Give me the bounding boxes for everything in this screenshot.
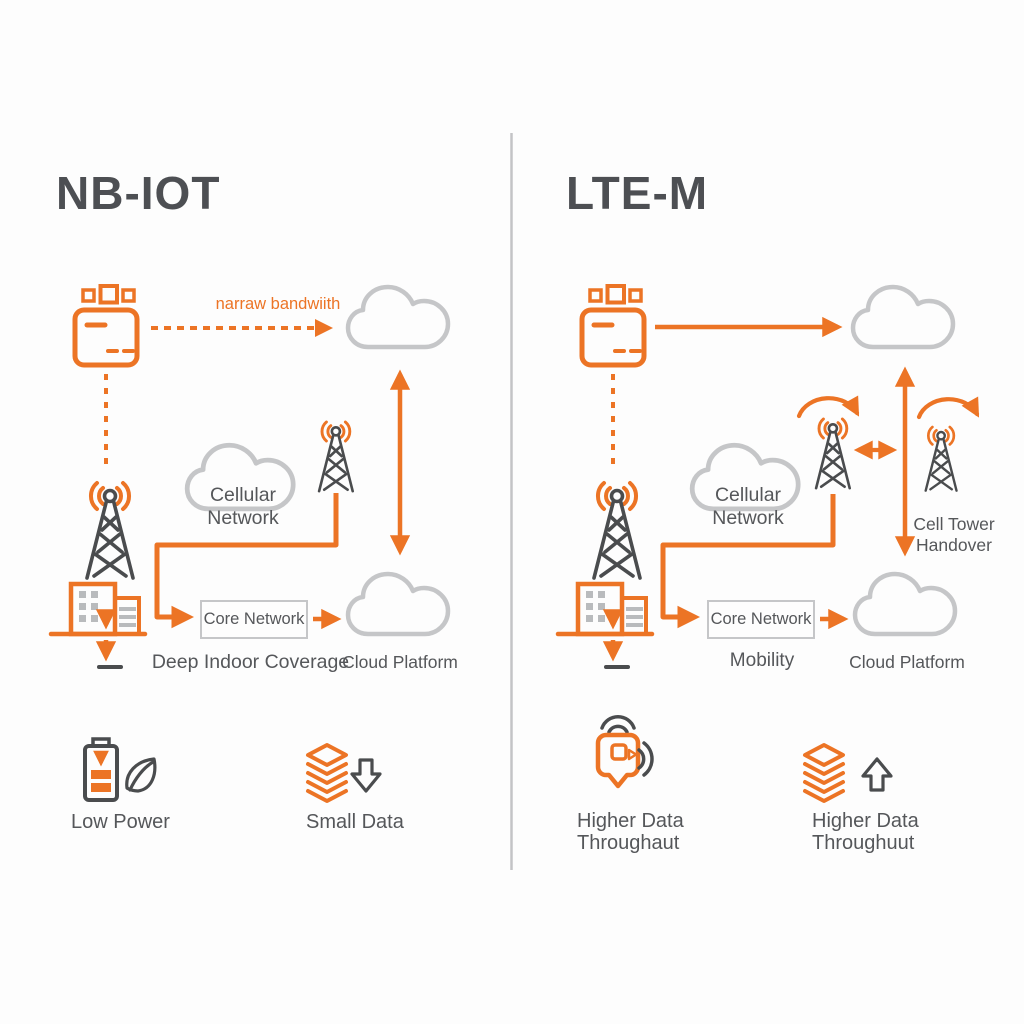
signal-arcs-icon [595,481,639,511]
cloud-platform-label: Cloud Platform [849,652,965,672]
tower-to-core-connector [154,493,339,629]
layers-icon [306,743,348,803]
handover-label: Cell Tower Handover [913,514,995,556]
cloud-platform-icon [348,574,448,634]
layers-icon [803,743,845,803]
iot-device-icon [75,286,137,365]
connected-device-icon [598,717,652,786]
cellular-network-label: Cellular Network [712,484,784,529]
core-network-box: Core Network [200,600,308,639]
tower-to-core-connector [660,494,836,629]
mobility-caption: Mobility [729,650,795,671]
cloud-platform-label: Cloud Platform [342,652,458,672]
iot-device-icon [582,286,644,365]
feature-label-small-data: Small Data [306,811,404,833]
signal-arcs-icon [817,417,849,440]
ltem-title: LTE-M [566,167,709,219]
network-cloud-icon [853,287,953,347]
ltem-panel-artwork [558,286,977,803]
handover-curved-arrow [919,399,977,417]
building-indoor-icon [51,584,145,667]
nbiot-title: NB-IOT [56,167,221,219]
cellular-network-label: Cellular Network [207,484,279,529]
building-indoor-icon [558,584,652,667]
feature-label-low-power: Low Power [71,811,170,833]
feature-label-throughput-1: Higher Data Throughaut [577,810,684,855]
bandwidth-label: narraw bandwiith [215,295,341,313]
feature-label-throughput-2: Higher Data Throughuut [812,810,919,855]
coverage-caption: Deep Indoor Coverage [151,651,350,673]
cloud-platform-icon [855,574,955,634]
up-arrow-icon [861,757,893,792]
handover-curved-arrow [799,398,857,416]
battery-icon [85,739,117,800]
network-cloud-icon [348,287,448,347]
leaf-icon [125,757,157,793]
nbiot-panel-artwork [51,286,448,803]
core-network-box: Core Network [707,600,815,639]
down-arrow-icon [350,758,382,793]
signal-arcs-icon [320,420,352,443]
signal-arcs-icon [926,425,956,446]
signal-arcs-icon [88,481,132,511]
